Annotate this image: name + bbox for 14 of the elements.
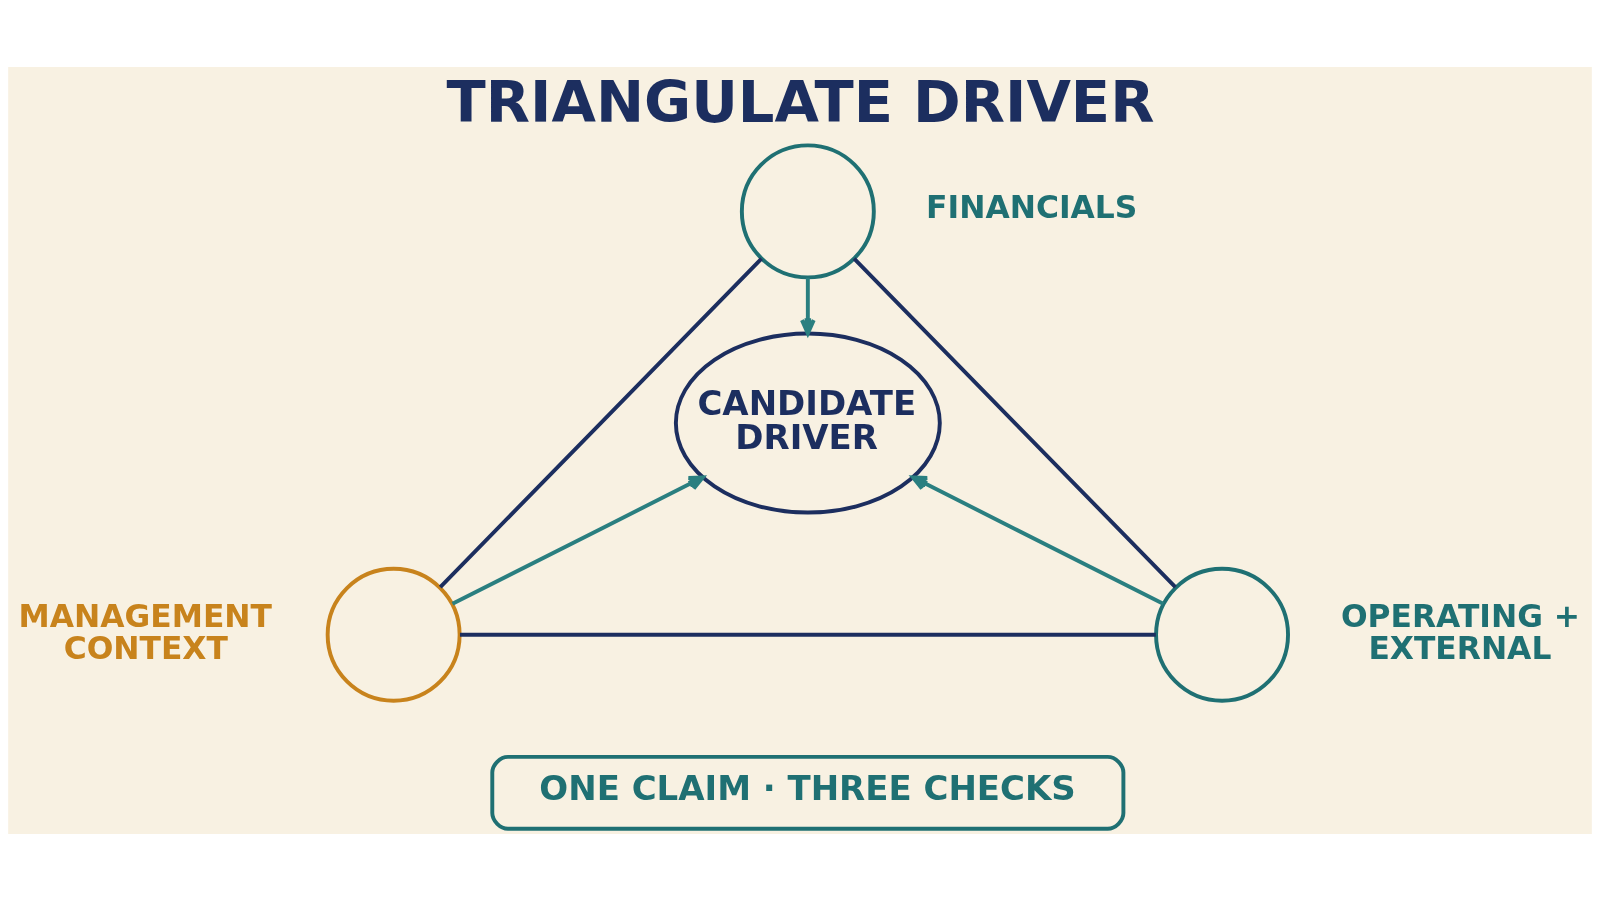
connector (459, 632, 1156, 637)
arrow (910, 474, 1165, 605)
arrow (451, 474, 705, 605)
connector (852, 256, 1177, 588)
node-circle (739, 142, 876, 279)
node-box: ONE CLAIM · THREE CHECKS (490, 754, 1126, 831)
node-ellipse: CANDIDATE DRIVER (673, 331, 942, 515)
diagram-title: TRIANGULATE DRIVER (446, 68, 1155, 136)
node-label: OPERATING + EXTERNAL (1340, 597, 1581, 666)
node-label: FINANCIALS (926, 188, 1138, 225)
node-circle (325, 566, 462, 703)
node-label: MANAGEMENT CONTEXT (18, 597, 272, 666)
connector (438, 256, 763, 588)
node-circle (1154, 566, 1290, 703)
